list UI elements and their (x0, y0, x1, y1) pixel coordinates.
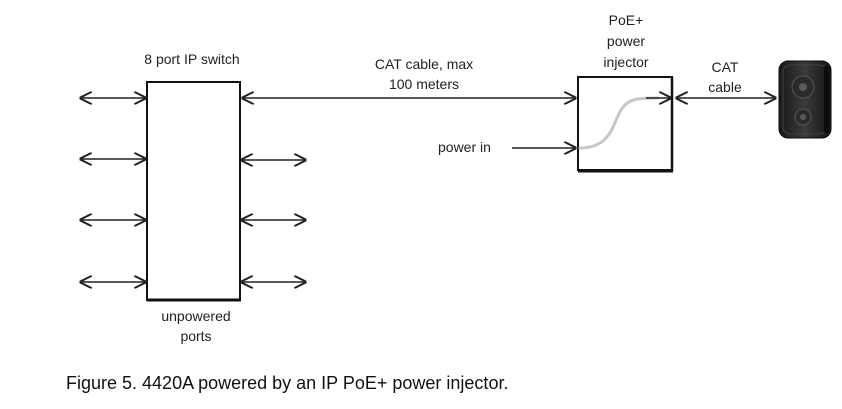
injector-title: injector (603, 54, 648, 70)
injector-title: PoE+ (609, 12, 644, 28)
output-cat-cable-label: cable (708, 79, 742, 95)
speaker-icon (778, 60, 832, 139)
power-in-label: power in (438, 139, 491, 155)
injector-signal-curve (578, 96, 660, 150)
ip-switch-box (146, 81, 241, 301)
cat-cable-label: CAT cable, max (375, 56, 473, 72)
poe-injector-box (577, 76, 673, 171)
output-cat-cable-label: CAT (712, 59, 739, 75)
unpowered-ports-label: ports (180, 328, 211, 344)
figure-caption: Figure 5. 4420A powered by an IP PoE+ po… (66, 373, 508, 393)
unpowered-ports-label: unpowered (161, 308, 230, 324)
switch-title: 8 port IP switch (144, 51, 239, 67)
injector-title: power (607, 33, 645, 49)
cat-cable-label: 100 meters (389, 76, 459, 92)
